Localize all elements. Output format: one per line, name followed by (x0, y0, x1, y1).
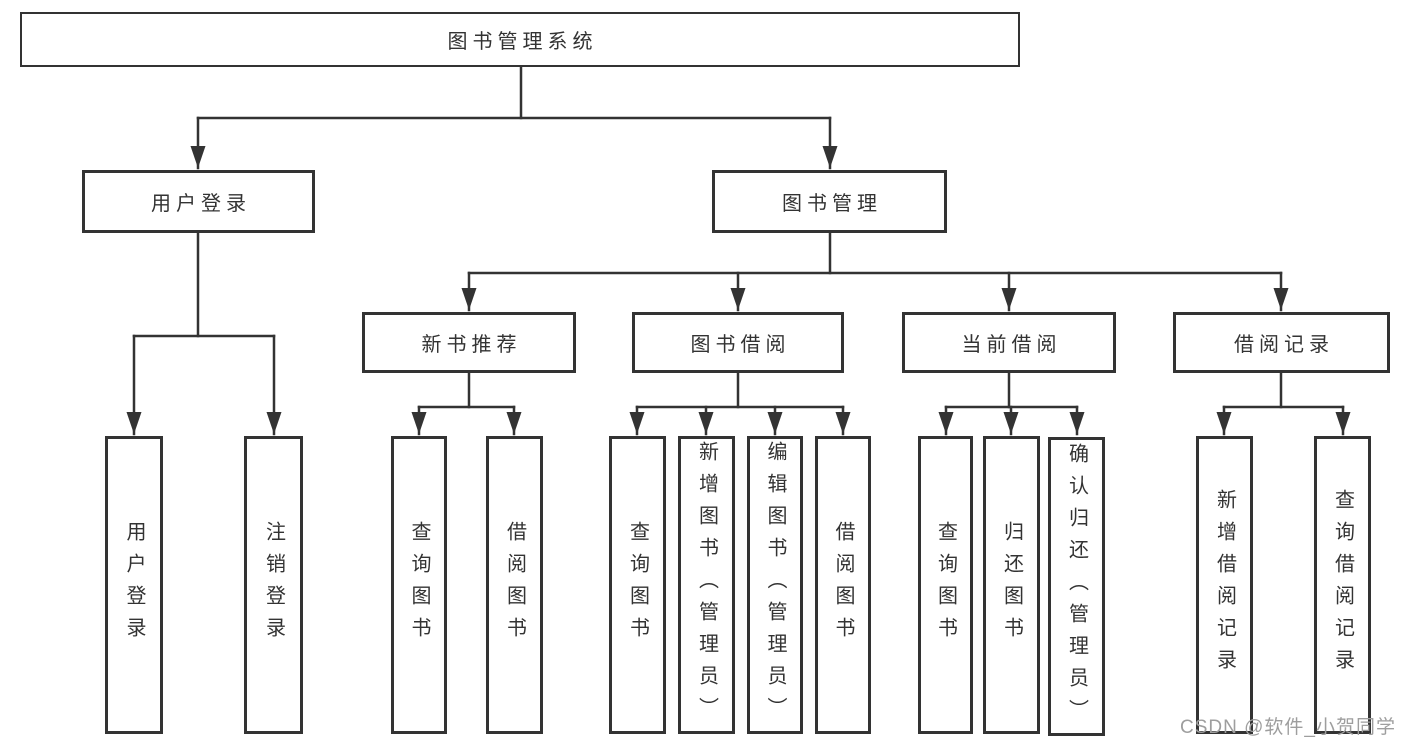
connector-segments (126, 65, 1351, 436)
node-book-management: 图书管理 (712, 170, 947, 233)
node-leaf-borrowing-borrow-books: 借阅图书 (815, 436, 871, 734)
node-library-management-system: 图书管理系统 (20, 12, 1020, 67)
node-new-book-recommend: 新书推荐 (362, 312, 576, 373)
node-leaf-records-add-record: 新增借阅记录 (1196, 436, 1253, 734)
node-leaf-recommend-borrow-books: 借阅图书 (486, 436, 543, 734)
node-current-borrowing: 当前借阅 (902, 312, 1116, 373)
node-leaf-borrowing-edit-books-admin: 编辑图书（管理员） (747, 436, 803, 734)
node-leaf-logout: 注销登录 (244, 436, 303, 734)
node-leaf-current-query-books: 查询图书 (918, 436, 973, 734)
node-leaf-borrowing-query-books: 查询图书 (609, 436, 666, 734)
csdn-watermark: CSDN @软件_小贺同学 (1180, 717, 1396, 738)
node-leaf-recommend-query-books: 查询图书 (391, 436, 447, 734)
node-leaf-borrowing-add-books-admin: 新增图书（管理员） (678, 436, 735, 734)
node-user-login: 用户登录 (82, 170, 315, 233)
node-leaf-records-query-record: 查询借阅记录 (1314, 436, 1371, 734)
node-leaf-user-login: 用户登录 (105, 436, 163, 734)
node-leaf-current-return-books: 归还图书 (983, 436, 1040, 734)
node-borrowing-records: 借阅记录 (1173, 312, 1390, 373)
node-book-borrowing: 图书借阅 (632, 312, 844, 373)
node-leaf-current-confirm-return-admin: 确认归还（管理员） (1048, 437, 1105, 736)
